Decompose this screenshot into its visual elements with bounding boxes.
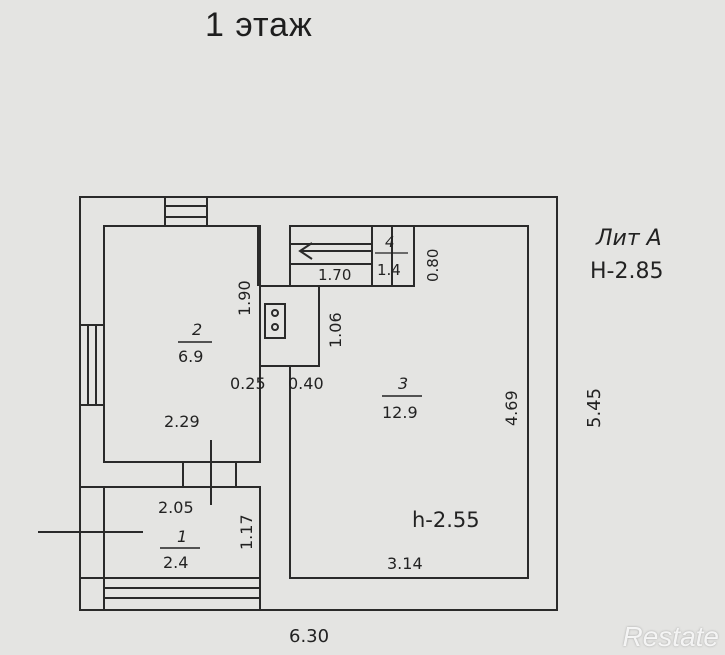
dim-room3-height: 4.69 — [502, 390, 521, 426]
lit-height: Н-2.85 — [590, 259, 663, 284]
room-4-area: 1.4 — [377, 261, 401, 279]
dim-room1-width: 2.05 — [158, 498, 194, 517]
room-3-number: 3 — [398, 374, 408, 393]
room-2-area: 6.9 — [178, 347, 203, 366]
dim-stair-width: 1.70 — [318, 266, 351, 284]
dim-room3-width: 3.14 — [387, 554, 423, 573]
duct-block — [260, 285, 320, 367]
stairs — [289, 225, 415, 287]
room-3-ceiling-height: h-2.55 — [412, 508, 480, 532]
outer-wall — [79, 196, 558, 611]
window-top — [164, 196, 208, 227]
room-3-area: 12.9 — [382, 403, 418, 422]
dim-overall-height: 5.45 — [584, 388, 605, 428]
lit-name: Лит А — [595, 226, 662, 251]
window-bottom — [103, 577, 261, 611]
window-left — [79, 324, 105, 406]
room-1-number: 1 — [177, 527, 187, 546]
vent-box — [264, 303, 286, 339]
dim-duct-height: 1.06 — [326, 312, 345, 348]
dim-room1-height: 1.17 — [237, 514, 256, 550]
dim-room2-height: 1.90 — [235, 280, 254, 316]
room-3-outline — [289, 225, 529, 579]
room-1-area: 2.4 — [163, 553, 188, 572]
dim-stair-depth: 0.80 — [424, 249, 442, 282]
dim-wall-a: 0.25 — [230, 374, 266, 393]
room-4-number: 4 — [385, 233, 395, 251]
room-2-number: 2 — [192, 320, 202, 339]
floor-title: 1 этаж — [205, 6, 313, 44]
watermark: Restate — [622, 621, 720, 652]
dim-room2-width: 2.29 — [164, 412, 200, 431]
dim-overall-width: 6.30 — [289, 626, 329, 647]
vent-hole-1 — [271, 309, 279, 317]
vent-hole-2 — [271, 323, 279, 331]
dim-wall-b: 0.40 — [288, 374, 324, 393]
